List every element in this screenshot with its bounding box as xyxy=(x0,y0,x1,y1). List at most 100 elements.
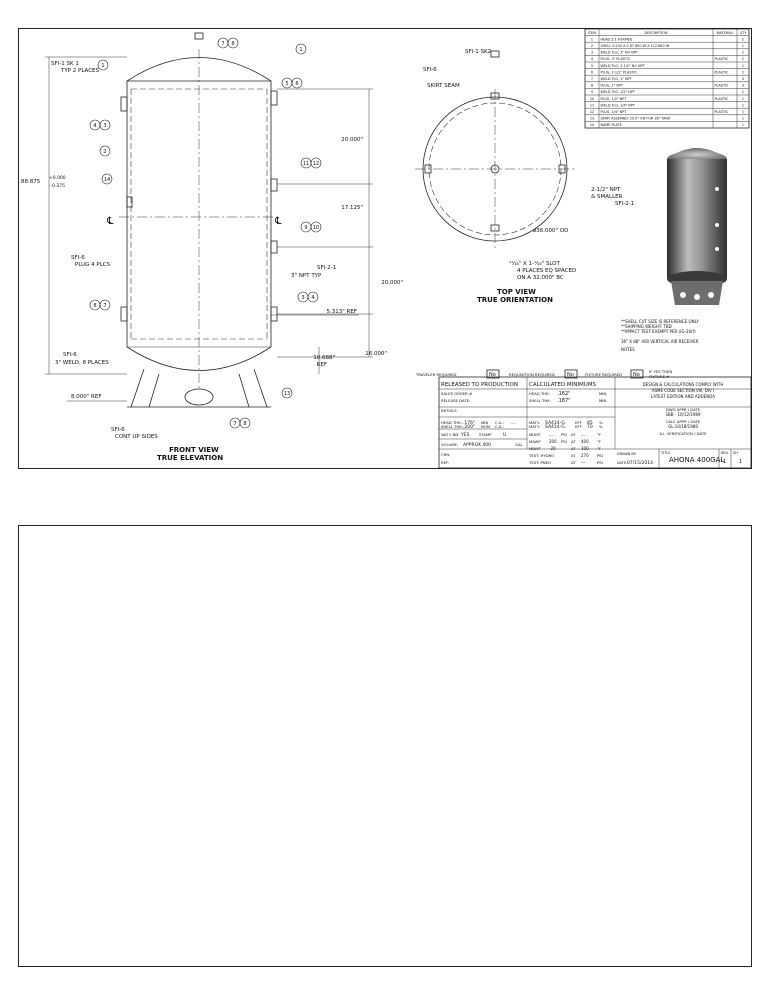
bom-cell: 3 xyxy=(742,77,744,81)
note-4: 36" X 88" 400 VERTICAL AIR RECEIVER xyxy=(621,339,699,344)
dim-10688-ref: REF xyxy=(317,362,327,368)
svg-text:14: 14 xyxy=(104,177,110,183)
bom-cell: 1 xyxy=(742,123,744,127)
svg-text:8: 8 xyxy=(93,303,96,309)
item-balloons: 7 8 1 1 5 6 4 3 2 11 12 14 9 10 3 4 8 7 … xyxy=(89,37,322,429)
eff-value-2: 70 xyxy=(587,424,593,430)
bom-cell: 3 xyxy=(591,51,593,55)
front-view-title: FRONT VIEW xyxy=(169,446,219,454)
top-view-title: TOP VIEW xyxy=(497,288,536,296)
bom-cell: WELD FLG, 1/4" NPT xyxy=(601,103,636,107)
shell-nom-label: NOM xyxy=(481,424,490,429)
mdmt-value: --- xyxy=(549,432,554,437)
bom-outline xyxy=(584,29,750,129)
date-value: 07/15/2014 xyxy=(627,460,653,466)
note-1: **SHELL CUT SIZE IS REFERENCE ONLY xyxy=(621,319,699,324)
bom-cell: 1 xyxy=(742,70,744,74)
svg-text:5: 5 xyxy=(285,81,288,87)
svg-text:3: 3 xyxy=(103,123,106,129)
mdmt-psi: PSI xyxy=(561,432,567,437)
requisition-value: No xyxy=(567,372,574,378)
bom-header-cell: QTY xyxy=(740,31,748,35)
date-label: DATE: xyxy=(617,461,627,465)
svg-text:6: 6 xyxy=(295,81,298,87)
bom-cell: 14 xyxy=(590,123,594,127)
title-block xyxy=(438,369,751,468)
mawp-psi: PSI xyxy=(561,439,567,444)
svg-text:7: 7 xyxy=(221,41,224,47)
pneu-at: AT xyxy=(571,460,576,465)
svg-text:3: 3 xyxy=(301,295,304,301)
sfi1-label: SFI-1 SK 1 xyxy=(51,61,79,67)
svg-text:4: 4 xyxy=(311,295,314,301)
natl-bd-value: YES xyxy=(460,432,470,438)
slot-line-1: ¹¹⁄₁₆" X 1-¹⁄₁₆" SLOT xyxy=(509,260,561,267)
matl-label-1: MAT'L xyxy=(529,420,541,425)
bom-header-cell: DESCRIPTION xyxy=(645,31,668,35)
mdmt-at: AT xyxy=(571,432,576,437)
mdmt-temp: --- xyxy=(581,432,586,437)
stamp-label: STAMP xyxy=(479,432,492,437)
matl-label-2: MAT'L xyxy=(529,424,541,429)
svg-text:8: 8 xyxy=(243,421,246,427)
mawp-label: MAWP xyxy=(529,439,541,444)
initials-label: INITIALS xyxy=(441,408,457,413)
svg-text:10: 10 xyxy=(313,225,319,231)
drawn-by-label: DRAWN BY: xyxy=(617,452,637,456)
bom-cell: PLASTIC xyxy=(715,84,730,88)
calc-shell-thk: .187" xyxy=(557,398,570,404)
bom-cell: 6 xyxy=(591,70,593,74)
bom-cell: 1 xyxy=(742,117,744,121)
svg-text:8: 8 xyxy=(231,41,234,47)
rev-value: 1 xyxy=(723,459,726,465)
fixture-num-label: FIXTURE # xyxy=(649,374,669,379)
mdmt2-deg: °F xyxy=(597,446,601,451)
bom-cell: 1 xyxy=(742,110,744,114)
top-view xyxy=(415,50,575,249)
npt-typ-label: 3" NPT TYP xyxy=(291,273,322,279)
sfi1-sub-label: TYP 2 PLACES xyxy=(60,68,100,74)
calc-head-min: MIN xyxy=(599,391,606,396)
calc-head-thk: .162" xyxy=(557,391,570,397)
calc-head-thk-label: HEAD THK: xyxy=(529,391,550,396)
bom-cell: PLASTIC xyxy=(715,97,730,101)
top-sfi21-label: SFI-2-1 xyxy=(615,201,634,207)
eff-pct-2: % xyxy=(599,424,603,429)
eff-value-1: 85 xyxy=(587,420,593,426)
bom-cell: 2 xyxy=(742,51,744,55)
bom-cell: PLUG, 1/2" NPT xyxy=(601,97,628,101)
mawp-deg: °F xyxy=(597,439,601,444)
bom-cell: 2 xyxy=(742,57,744,61)
bom-cell: PLUG, 2-1/2" PLASTIC xyxy=(601,70,638,74)
head-thk-value: .176" xyxy=(463,420,475,426)
note-3: **IMPACT TEST EXEMPT PER UG-20(f) xyxy=(621,329,696,334)
bom-cell: 5 xyxy=(591,64,593,68)
volume-value: APPROX 400 xyxy=(463,442,491,448)
crn-label: CRN: xyxy=(441,452,450,457)
drawing-sheet: SFI-1 SK 1 TYP 2 PLACES 88.875 +0.000 - … xyxy=(18,28,752,469)
isometric-tank-image xyxy=(667,148,727,305)
volume-label: VOLUME: xyxy=(441,442,458,447)
head-min-label: MIN xyxy=(481,420,488,425)
svg-text:13: 13 xyxy=(284,391,290,397)
calc-shell-thk-label: SHELL THK: xyxy=(529,398,551,403)
mawp-value: 200 xyxy=(549,439,557,444)
bom-cell: PLUG, 1/4" NPT xyxy=(601,110,628,114)
released-label: RELEASED TO PRODUCTION xyxy=(441,382,518,388)
bom-cell: WELD FLG, 1" NPT xyxy=(601,77,633,81)
traveler-value: No xyxy=(489,372,496,378)
bom-cell: 11 xyxy=(590,103,594,107)
mdmt-label: MDMT xyxy=(529,432,541,437)
dim-20b: 20.000" xyxy=(381,280,403,286)
front-view xyxy=(45,32,373,408)
bom-cell: 4 xyxy=(591,57,593,61)
bom-cell: 3 xyxy=(742,84,744,88)
volume-unit: GAL xyxy=(515,442,524,447)
svg-text:4: 4 xyxy=(93,123,96,129)
calc-shell-min: MIN xyxy=(599,398,606,403)
dim-10688: 10.688" xyxy=(313,355,335,361)
dim-5313: 5.313" REF xyxy=(327,309,357,315)
mdmt2-temp: 100 xyxy=(581,446,589,451)
bom-cell: 10 xyxy=(590,97,594,101)
engineering-drawing: SFI-1 SK 1 TYP 2 PLACES 88.875 +0.000 - … xyxy=(21,29,751,468)
